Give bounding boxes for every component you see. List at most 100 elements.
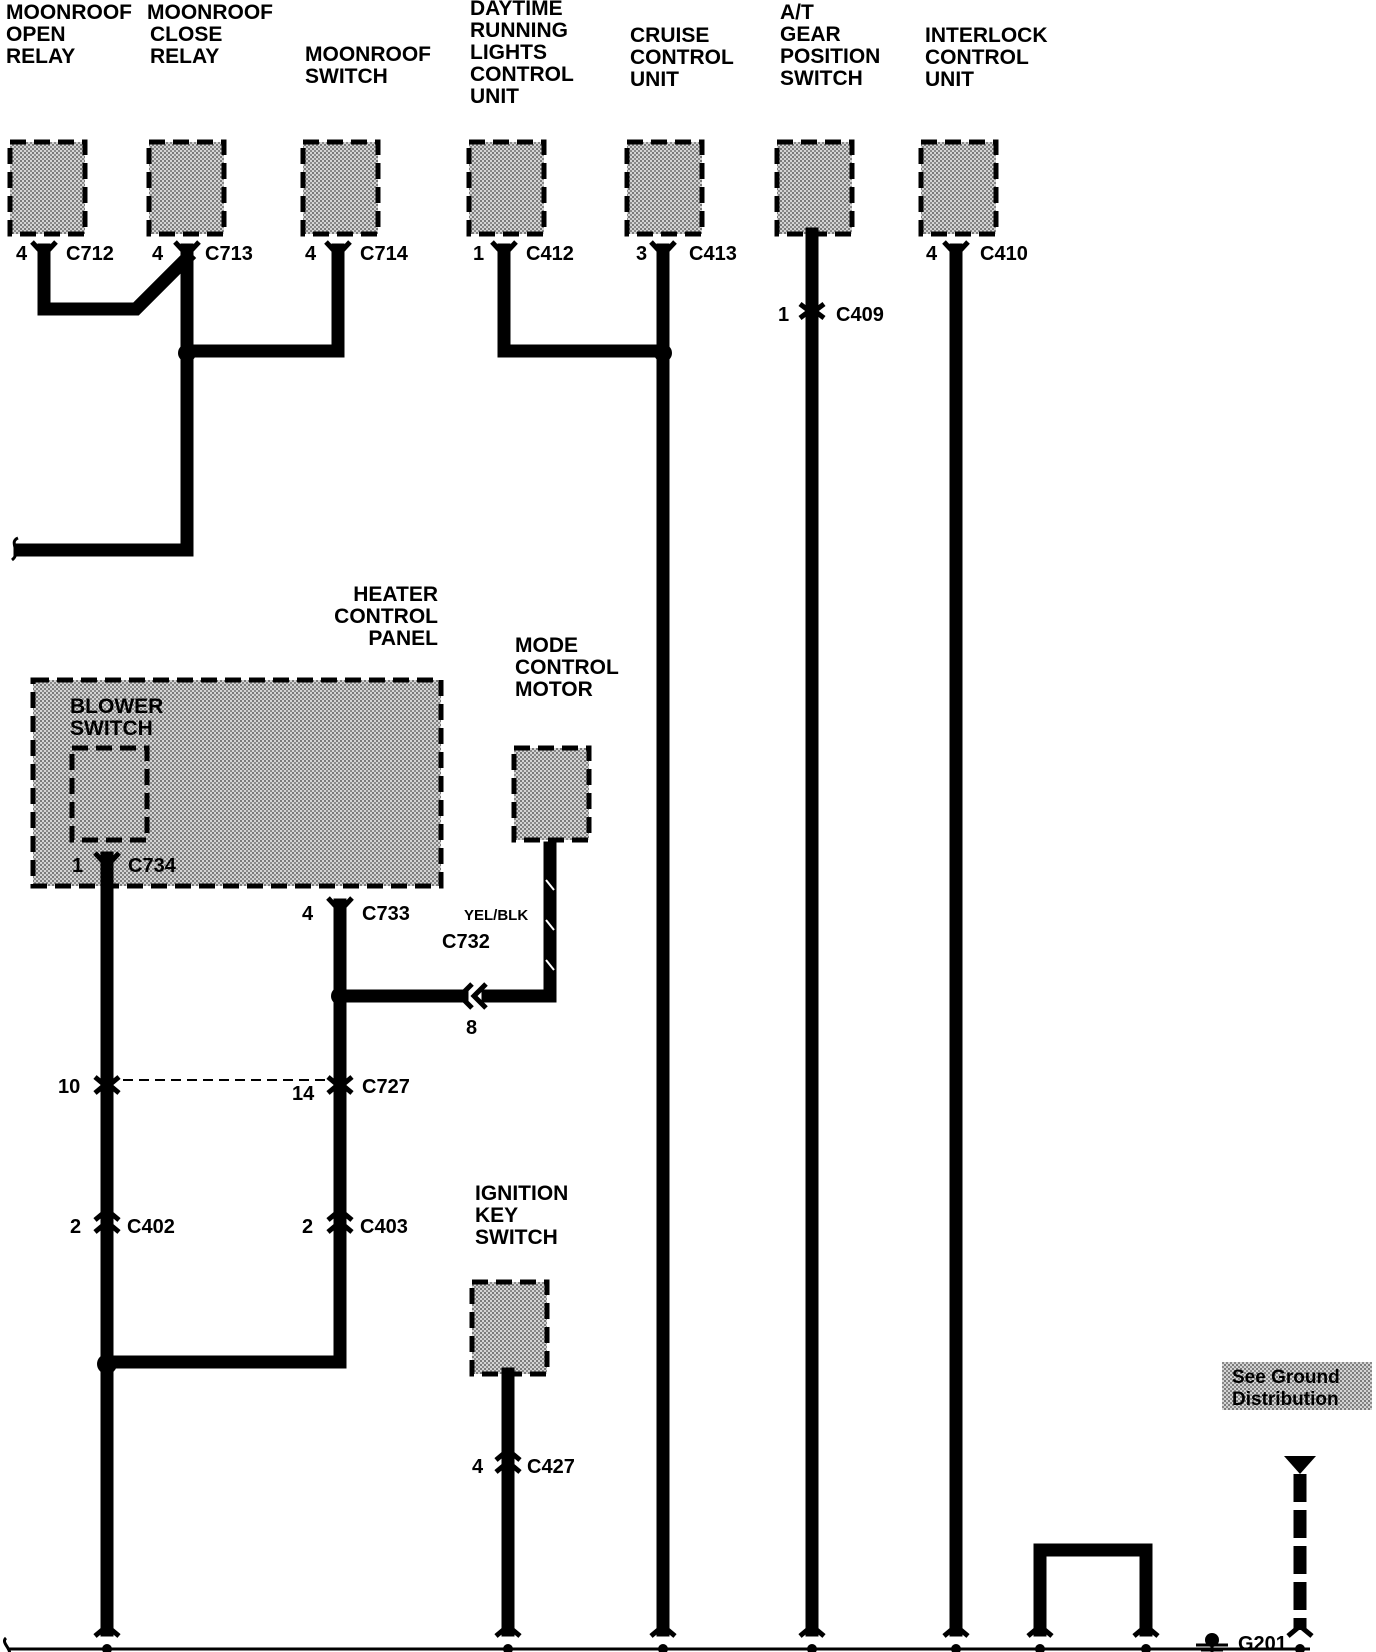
label-blower-switch: BLOWER SWITCH [70,695,163,740]
svg-text:POSITION: POSITION [780,45,880,68]
moonroof-close-relay-box [146,139,227,237]
svg-text:CONTROL: CONTROL [470,63,574,86]
svg-text:2: 2 [70,1216,81,1238]
svg-text:4: 4 [302,903,314,925]
label-moonroof-switch: MOONROOF SWITCH [305,43,431,88]
ground-g201-icon [1196,1633,1228,1652]
svg-text:LIGHTS: LIGHTS [470,41,547,64]
splice-heater [331,987,349,1005]
svg-text:14: 14 [292,1083,315,1105]
svg-text:4: 4 [926,243,938,265]
svg-text:C734: C734 [128,855,177,877]
svg-text:C413: C413 [689,243,737,265]
svg-text:CLOSE: CLOSE [150,23,222,46]
mode-motor-wire [333,841,557,1003]
svg-text:RUNNING: RUNNING [470,19,568,42]
connector-c727: 10 14 C727 [58,1075,410,1105]
svg-text:BLOWER: BLOWER [70,695,163,718]
svg-text:RELAY: RELAY [6,45,75,68]
svg-text:3: 3 [636,243,647,265]
svg-text:MOONROOF: MOONROOF [305,43,431,66]
svg-text:UNIT: UNIT [470,85,519,108]
svg-text:INTERLOCK: INTERLOCK [925,24,1048,47]
svg-text:1: 1 [473,243,484,265]
label-mode-control-motor: MODE CONTROL MOTOR [515,634,619,701]
splice-moonroof [178,344,196,362]
svg-text:CONTROL: CONTROL [334,605,438,628]
ground-distribution-wire [1284,1456,1316,1630]
drl-cruise-wires [497,243,670,1637]
svg-text:CONTROL: CONTROL [630,46,734,69]
ignition-key-switch-box [469,1279,550,1377]
svg-text:4: 4 [305,243,317,265]
svg-text:HEATER: HEATER [353,583,438,606]
svg-text:CRUISE: CRUISE [630,24,709,47]
svg-text:1: 1 [72,855,83,877]
svg-text:DAYTIME: DAYTIME [470,0,563,20]
connector-c733: 4 C733 [302,896,410,925]
mode-control-motor-box [511,745,592,843]
svg-text:MODE: MODE [515,634,578,657]
svg-text:C714: C714 [360,243,409,265]
label-at-gear-position-switch: A/T GEAR POSITION SWITCH [780,1,880,90]
ground-bus [3,1636,1310,1652]
svg-text:C410: C410 [980,243,1028,265]
svg-text:CONTROL: CONTROL [515,656,619,679]
blower-switch-box [69,745,150,843]
svg-text:PANEL: PANEL [368,627,438,650]
svg-text:UNIT: UNIT [630,68,679,91]
svg-text:YEL/BLK: YEL/BLK [464,907,528,924]
ground-bus-connectors [93,1622,1314,1638]
svg-text:C412: C412 [526,243,574,265]
wire-break-symbol [10,536,19,562]
svg-text:C712: C712 [66,243,114,265]
splice-blower [97,1354,117,1374]
svg-text:4: 4 [472,1456,484,1478]
svg-text:10: 10 [58,1076,80,1098]
yel-blk-wire-stripes [545,879,555,971]
label-moonroof-open-relay: MOONROOF OPEN RELAY [6,1,132,68]
label-drl-control-unit: DAYTIME RUNNING LIGHTS CONTROL UNIT [470,0,574,108]
ground-loop-wire [1033,1543,1153,1637]
cruise-control-unit-box [624,139,705,237]
svg-text:GEAR: GEAR [780,23,841,46]
svg-text:OPEN: OPEN [6,23,66,46]
svg-text:2: 2 [302,1216,313,1238]
connector-c402: 2 C402 [70,1206,175,1238]
svg-text:C402: C402 [127,1216,175,1238]
svg-text:SWITCH: SWITCH [780,67,863,90]
svg-text:MOONROOF: MOONROOF [6,1,132,24]
connector-c713: 4 C713 [152,240,253,265]
svg-text:SWITCH: SWITCH [70,717,153,740]
connector-c410: 4 C410 [926,240,1028,265]
svg-text:8: 8 [466,1017,477,1039]
drl-control-unit-box [466,139,547,237]
connector-c712: 4 C712 [16,240,114,265]
ground-bus-dots [102,1644,1305,1652]
svg-text:4: 4 [152,243,164,265]
splice-cruise [654,344,672,362]
connector-c413: 3 C413 [636,240,737,265]
connector-c714: 4 C714 [305,240,409,265]
svg-text:Distribution: Distribution [1232,1389,1339,1410]
svg-text:A/T: A/T [780,1,814,24]
svg-text:C403: C403 [360,1216,408,1238]
ground-distribution-note-bg [1222,1362,1372,1410]
label-heater-control-panel: HEATER CONTROL PANEL [334,583,438,650]
ground-distribution-note: See Ground Distribution [1232,1367,1340,1410]
label-interlock-control-unit: INTERLOCK CONTROL UNIT [925,24,1048,91]
interlock-control-unit-box [918,139,999,237]
svg-text:C733: C733 [362,903,410,925]
connector-c734: 1 C734 [72,851,177,877]
label-ignition-key-switch: IGNITION KEY SWITCH [475,1182,568,1249]
svg-text:IGNITION: IGNITION [475,1182,568,1205]
svg-text:KEY: KEY [475,1204,518,1227]
svg-text:SWITCH: SWITCH [305,65,388,88]
svg-text:1: 1 [778,304,789,326]
svg-text:MOONROOF: MOONROOF [147,1,273,24]
svg-text:C713: C713 [205,243,253,265]
svg-text:C409: C409 [836,304,884,326]
svg-text:UNIT: UNIT [925,68,974,91]
svg-text:CONTROL: CONTROL [925,46,1029,69]
